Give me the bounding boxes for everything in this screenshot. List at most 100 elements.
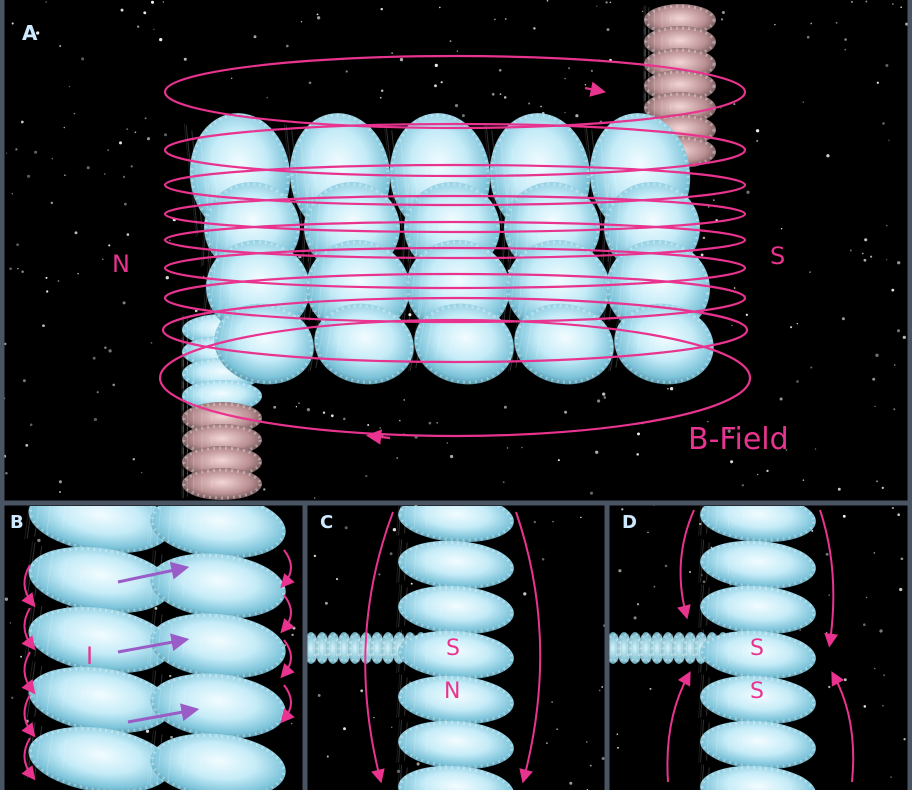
star [523,592,526,595]
star [609,1,611,3]
star [897,513,900,516]
star [766,470,768,472]
star [263,488,265,490]
star [897,329,900,332]
star [325,602,328,605]
star [317,16,320,19]
star [803,479,805,481]
star [52,158,54,160]
star [450,455,453,458]
star [121,9,124,12]
star [112,384,115,387]
star [123,176,125,178]
star [585,84,586,85]
star [670,387,673,390]
star [137,25,139,27]
star [500,93,502,95]
star [455,104,458,107]
lower-pole-label-d: S [750,679,764,704]
star [866,597,867,598]
star [521,447,522,448]
star [184,58,187,61]
star [323,411,325,413]
star [890,776,892,778]
star [21,271,23,273]
star [365,475,367,477]
star [879,629,882,632]
lower-pole-label-c: N [444,679,460,704]
star [367,424,369,426]
star [897,261,900,264]
star [400,58,403,61]
star [51,202,53,204]
star [331,414,334,417]
star [151,342,153,344]
star [850,249,852,251]
star [667,388,669,390]
star [12,193,13,194]
star [892,507,894,509]
star [756,140,758,142]
star [796,380,799,383]
star [886,225,887,226]
star [391,52,392,53]
star [844,38,847,41]
star [731,325,732,326]
star [153,29,154,30]
star [882,122,884,124]
star [504,96,507,99]
star [604,396,607,399]
panel-label-a: A [22,21,38,45]
star [151,1,154,4]
star [46,277,48,279]
star [845,49,846,50]
star [15,148,17,150]
star [10,622,12,624]
star [12,22,14,24]
star [373,717,375,719]
star [874,406,875,407]
star [124,203,127,206]
star [811,530,813,532]
star [441,81,443,83]
star [94,418,97,421]
star [135,131,137,133]
star [799,629,801,631]
star [591,70,593,72]
upper-pole-label-c: S [446,636,460,661]
star [298,403,299,404]
star [5,598,8,601]
star [863,623,866,626]
star [637,432,640,435]
star [21,121,24,124]
star [46,290,48,292]
star [417,762,420,765]
star [507,447,508,448]
star [730,460,733,463]
star [411,583,413,585]
star [119,141,122,144]
star [899,588,902,591]
star [380,97,382,99]
star [894,364,895,365]
star [296,406,297,407]
star [27,175,30,178]
star [457,50,459,52]
star [16,243,19,246]
star [429,422,432,425]
star [45,1,46,2]
star [746,191,749,194]
star [870,256,872,258]
star [903,336,906,339]
star [892,3,893,4]
star [147,137,150,140]
star [774,24,775,25]
star [564,112,565,113]
star [552,521,553,522]
star [159,38,162,41]
star [314,497,315,498]
star [336,578,338,580]
star [309,81,312,84]
star [876,480,878,482]
